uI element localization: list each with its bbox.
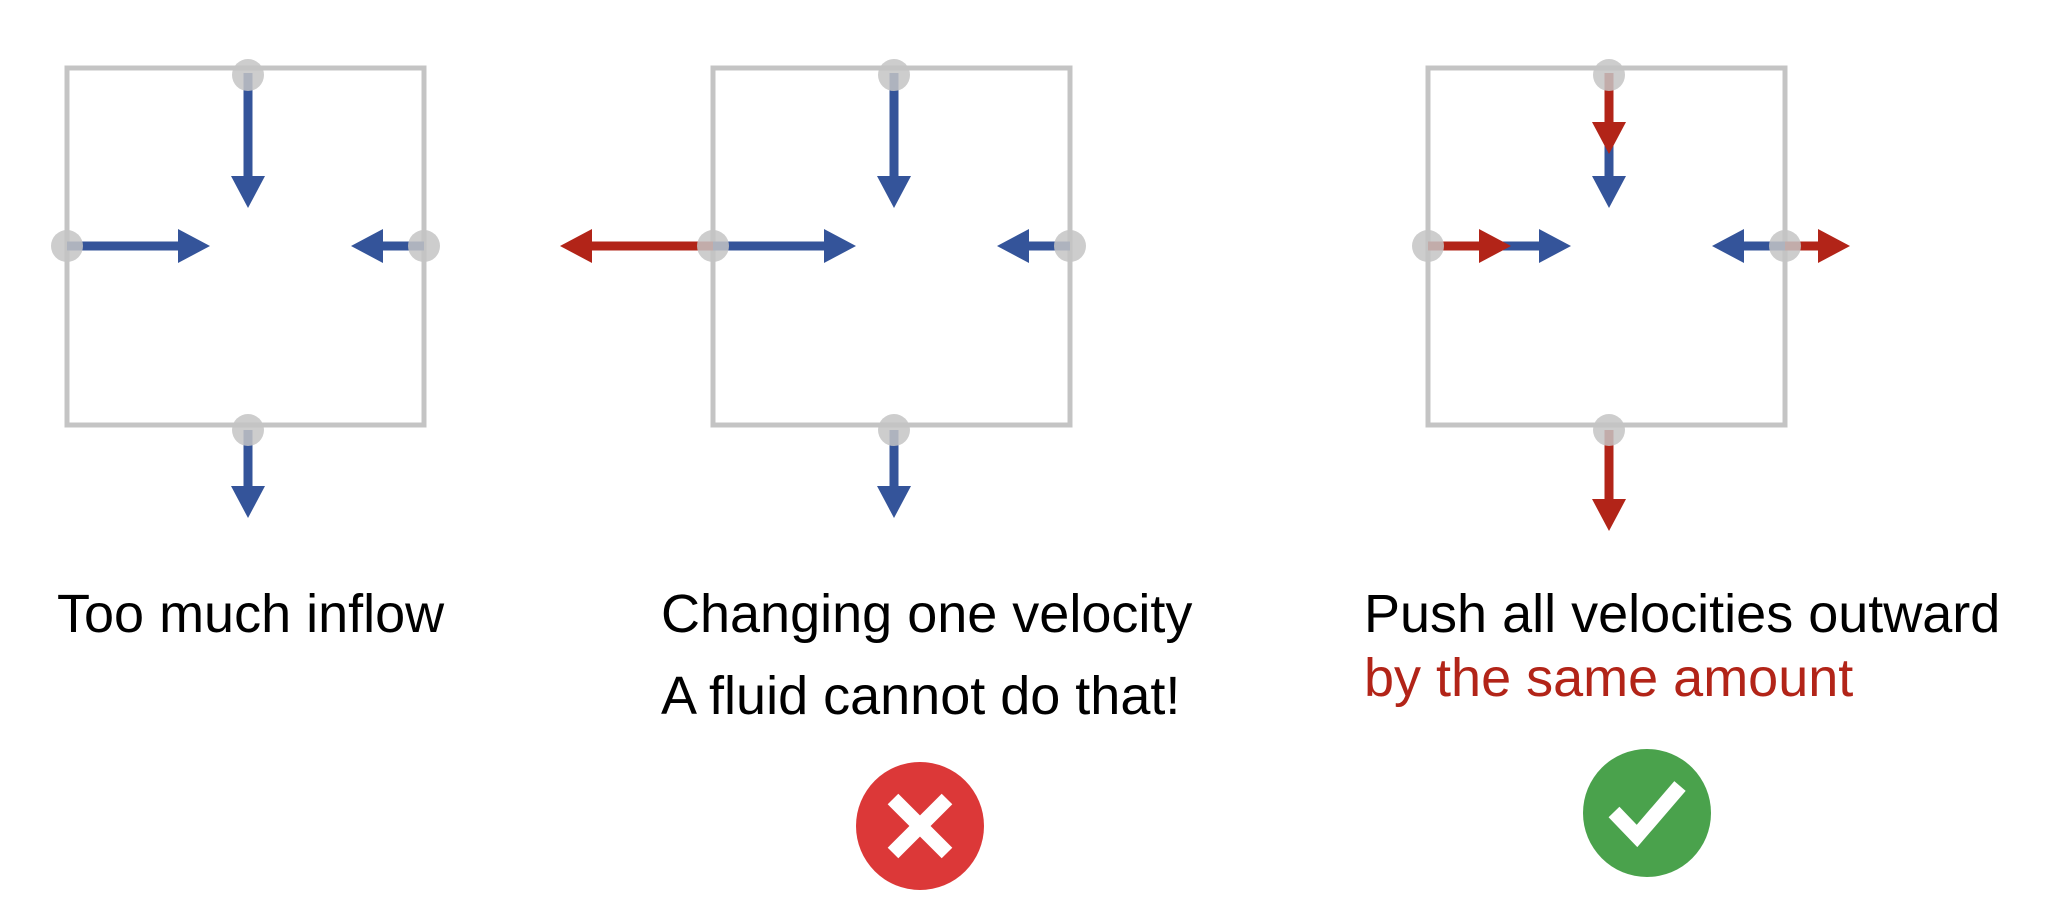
panel-too-much-inflow [51,59,440,518]
caption-same-amount: by the same amount [1364,648,1854,708]
cross-badge [856,762,984,890]
node-bottom [1593,414,1625,446]
panel-push-all-velocities [1412,59,1850,877]
caption-changing-one-velocity: Changing one velocity [661,584,1193,644]
node-right [408,230,440,262]
node-left [51,230,83,262]
velocity-arrow-left-blue [67,229,210,263]
node-left [697,230,729,262]
cross-icon [887,793,953,859]
velocity-arrow-top-blue [231,73,265,208]
check-badge [1583,749,1711,877]
caption-too-much-inflow: Too much inflow [57,584,445,644]
panel-changing-one-velocity [560,59,1086,890]
node-bottom [878,414,910,446]
caption-fluid-cannot: A fluid cannot do that! [661,666,1181,726]
node-right [1054,230,1086,262]
caption-push-all-velocities: Push all velocities outward [1364,584,2001,644]
node-right [1769,230,1801,262]
node-bottom [232,414,264,446]
check-icon [1608,781,1686,848]
node-top [232,59,264,91]
node-top [878,59,910,91]
velocity-arrow-left-blue [713,229,856,263]
node-left [1412,230,1444,262]
node-top [1593,59,1625,91]
velocity-arrow-left-red [560,229,713,263]
velocity-arrow-top-blue [877,73,911,208]
